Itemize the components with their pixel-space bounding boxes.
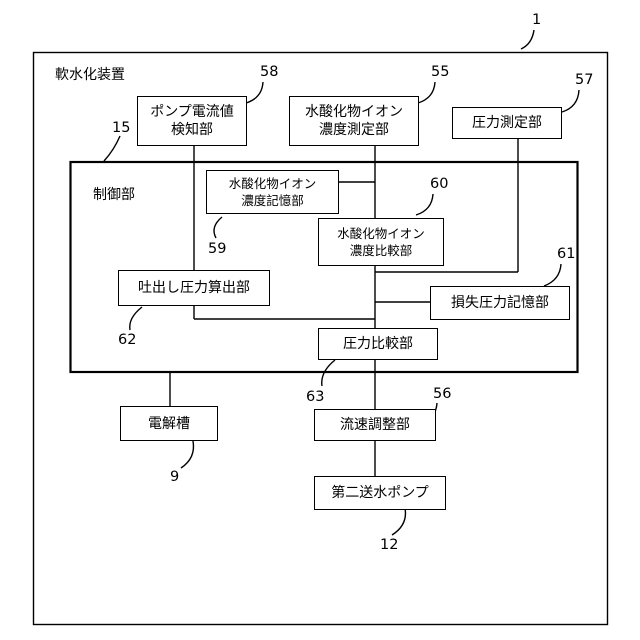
hydroxide-compare-box: 水酸化物イオン 濃度比較部 <box>318 218 444 266</box>
ref-second-pump: 12 <box>380 537 398 553</box>
ref-pressure-measure: 57 <box>575 72 593 88</box>
leader-58 <box>246 82 263 103</box>
ref-pump-current: 58 <box>260 64 278 80</box>
leader-57 <box>562 90 579 112</box>
discharge-pressure-calc-box: 吐出し圧力算出部 <box>118 270 270 306</box>
loss-pressure-memory-box: 損失圧力記憶部 <box>430 286 570 320</box>
ref-hydroxide-compare: 60 <box>430 176 448 192</box>
pressure-compare-box: 圧力比較部 <box>318 328 438 360</box>
device-title: 軟水化装置 <box>55 67 125 83</box>
ref-discharge-calc: 62 <box>118 332 136 348</box>
ref-pressure-compare: 63 <box>306 389 324 405</box>
leader-12 <box>392 508 405 535</box>
pump-current-detector-box: ポンプ電流値 検知部 <box>137 96 247 146</box>
ref-device: 1 <box>532 12 541 28</box>
leader-55 <box>418 82 435 103</box>
ref-hydroxide-measure: 55 <box>431 64 449 80</box>
ref-flow-adjust: 56 <box>433 386 451 402</box>
ref-loss-memory: 61 <box>557 246 575 262</box>
leader-61 <box>544 264 561 286</box>
pressure-measure-box: 圧力測定部 <box>452 107 562 139</box>
leader-59 <box>214 217 222 238</box>
leader-15 <box>104 136 120 161</box>
second-pump-box: 第二送水ポンプ <box>314 476 446 510</box>
ref-electrolyzer: 9 <box>170 469 179 485</box>
leader-62 <box>130 307 142 330</box>
ref-control: 15 <box>112 120 130 136</box>
hydroxide-measure-box: 水酸化物イオン 濃度測定部 <box>289 96 419 146</box>
leader-9 <box>181 441 194 468</box>
hydroxide-memory-box: 水酸化物イオン 濃度記憶部 <box>206 170 339 214</box>
leader-60 <box>416 194 433 215</box>
ref-hydroxide-memory: 59 <box>208 241 226 257</box>
control-unit-title: 制御部 <box>93 187 135 203</box>
flow-adjust-box: 流速調整部 <box>314 409 436 441</box>
leader-1 <box>521 30 534 49</box>
electrolyzer-box: 電解槽 <box>120 406 218 441</box>
